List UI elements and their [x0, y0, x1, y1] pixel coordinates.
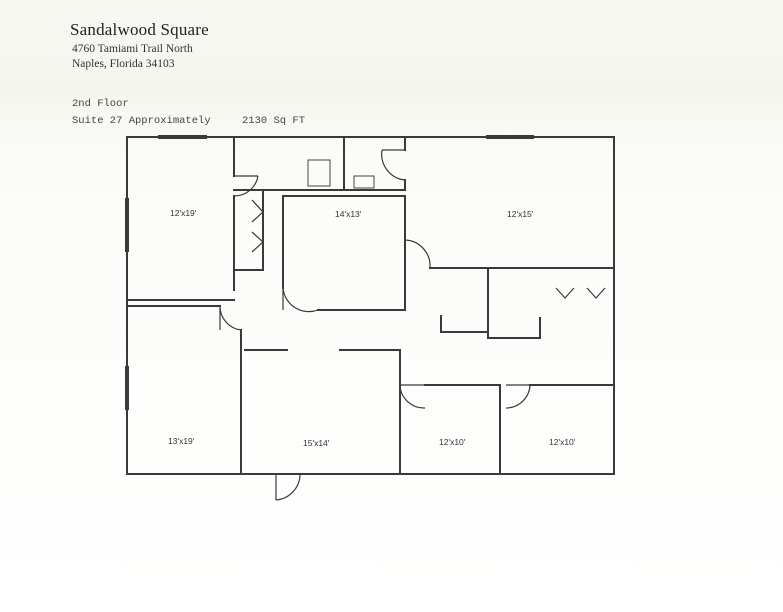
door-se-office-b: [505, 384, 531, 409]
property-title: Sandalwood Square: [70, 20, 209, 39]
storage-door-b: [586, 287, 606, 299]
property-address: 4760 Tamiami Trail North: [72, 43, 193, 55]
room-label-office-sw: 13'x19': [168, 436, 195, 446]
room-label-office-south-center: 15'x14': [303, 438, 330, 448]
property-city: Naples, Florida 34103: [72, 58, 175, 70]
room-label-office-se-b: 12'x10': [549, 437, 576, 447]
door-center-office: [282, 287, 319, 313]
door-restroom-b: [381, 149, 406, 181]
fixtures: [307, 159, 375, 189]
door-ne-office: [404, 239, 431, 269]
doors: [219, 149, 606, 501]
door-se-office-a: [399, 384, 426, 409]
suite-label: Suite 27 Approximately: [72, 115, 211, 127]
restroom-a-fixture: [307, 159, 331, 187]
document-header: Sandalwood Square 4760 Tamiami Trail Nor…: [0, 0, 783, 140]
closet-door-b: [251, 231, 264, 253]
room-labels: 12'x19' 14'x13' 12'x15' 13'x19' 15'x14' …: [168, 208, 576, 448]
door-sw-office: [219, 305, 242, 331]
walls: [125, 135, 615, 475]
storage-door-a: [555, 287, 575, 299]
restroom-b-fixture: [353, 175, 375, 189]
outer-wall: [126, 136, 615, 475]
entry-door: [275, 473, 301, 501]
door-nw-office: [233, 175, 259, 197]
room-label-office-se-a: 12'x10': [439, 437, 466, 447]
room-label-office-center: 14'x13': [335, 209, 362, 219]
room-label-office-nw: 12'x19': [170, 208, 197, 218]
room-label-office-ne: 12'x15': [507, 209, 534, 219]
suite-area: 2130 Sq FT: [242, 115, 306, 127]
closet-door-a: [251, 199, 264, 223]
floor-label: 2nd Floor: [72, 98, 129, 110]
